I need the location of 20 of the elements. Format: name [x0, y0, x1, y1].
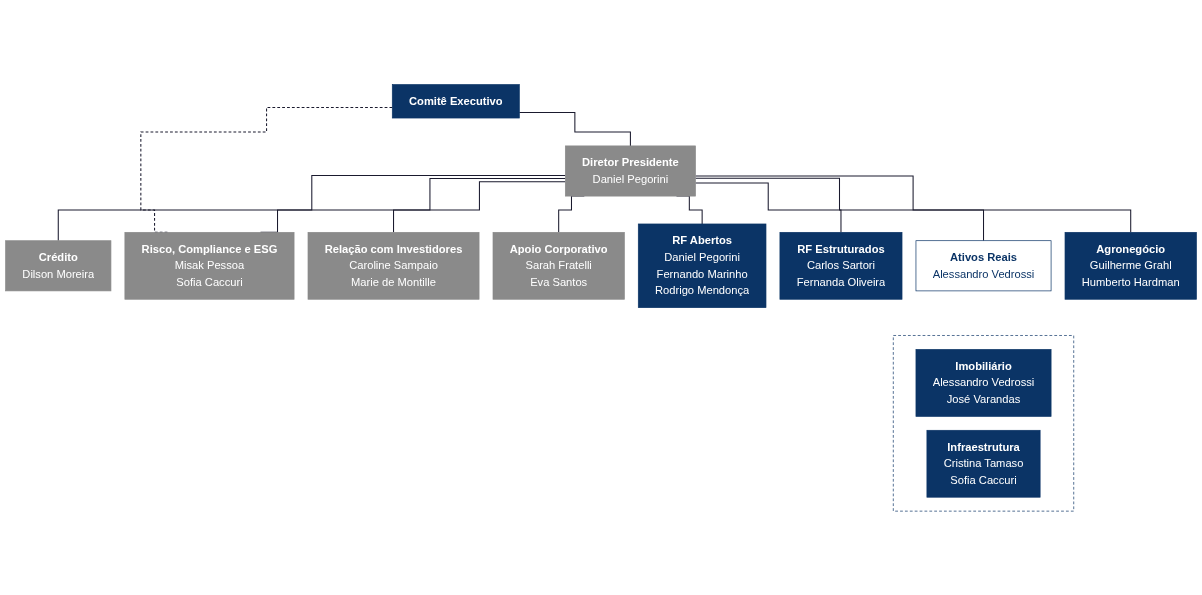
node-box: Comitê Executivo: [391, 83, 520, 118]
node-box: Imobiliário Alessandro Vedrossi José Varandas: [915, 348, 1052, 417]
connector: [393, 180, 566, 233]
connector: [518, 111, 631, 147]
node-box: Ativos Reais Alessandro Vedrossi: [915, 240, 1052, 291]
node-box: Relação com Investidores Caroline Sampaio Marie de Montille: [307, 231, 480, 300]
connector: [694, 177, 985, 241]
connector: [57, 174, 566, 241]
node-box: Diretor Presidente Daniel Pegorini: [565, 145, 696, 197]
cluster: [892, 334, 1075, 512]
node-box: Apoio Corporativo Sarah Fratelli Eva Santos: [492, 231, 625, 300]
node-box: Infraestrutura Cristina Tamaso Sofia Caccuri: [926, 429, 1041, 498]
node-box: Crédito Dilson Moreira: [5, 240, 112, 291]
node-box: RF Estruturados Carlos Sartori Fernanda Oliveira: [779, 231, 903, 300]
node-box: Agronegócio Guilherme Grahl Humberto Hardman: [1064, 231, 1197, 300]
connector: [140, 106, 393, 233]
node-box: Risco, Compliance e ESG Misak Pessoa Sofia Caccuri: [124, 231, 295, 300]
node-box: RF Abertos Daniel Pegorini Fernando Marinho Rodrigo Mendonça: [637, 223, 767, 308]
connector: [694, 175, 1132, 233]
connector: [694, 182, 842, 233]
